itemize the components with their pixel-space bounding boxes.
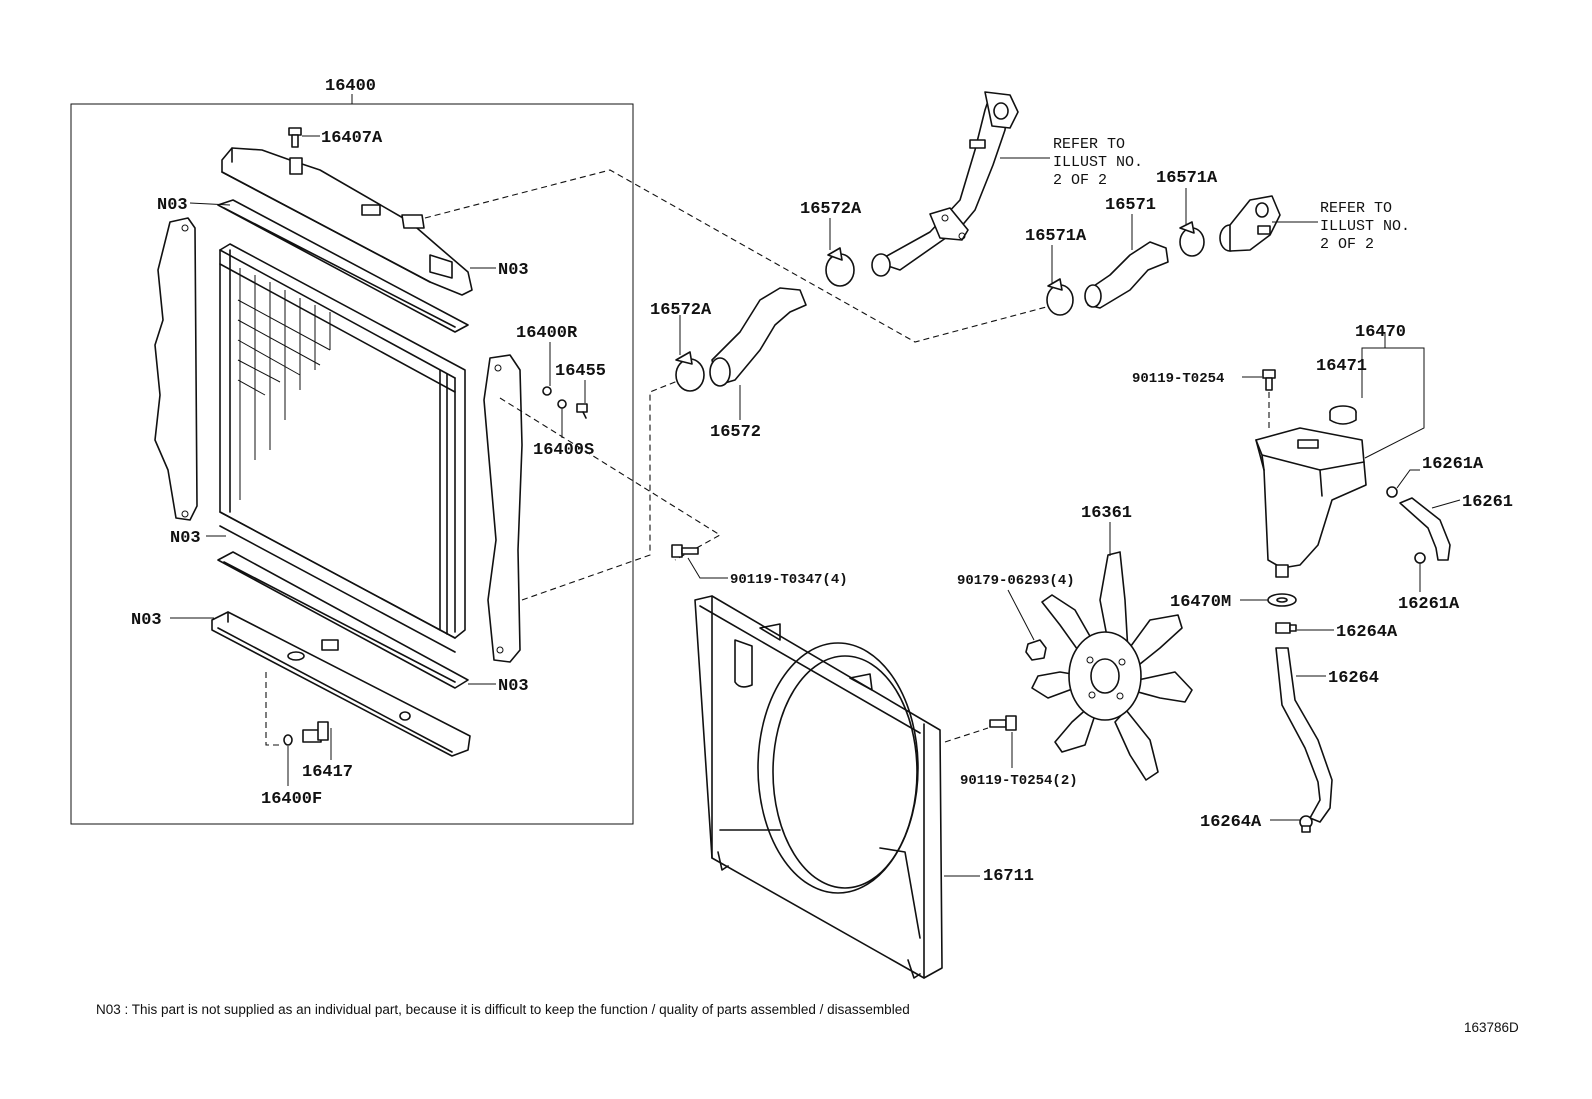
label-plug-s[interactable]: 16400S	[533, 441, 594, 460]
label-gasket-f[interactable]: 16400F	[261, 790, 322, 809]
label-clamp-c-top[interactable]: 16261A	[1422, 455, 1484, 474]
hose-clamp-c-top-icon	[1386, 486, 1398, 498]
label-bracket-bolt[interactable]: 90119-T0347(4)	[730, 572, 848, 588]
refer-top-line2: ILLUST NO.	[1053, 154, 1143, 171]
label-shroud-bolt[interactable]: 90119-T0254(2)	[960, 773, 1078, 789]
fan-shroud-icon	[694, 595, 943, 979]
label-grommet[interactable]: 16470M	[1170, 593, 1231, 612]
label-n03-upper-tank[interactable]: N03	[498, 261, 529, 280]
label-n03-lower-seal[interactable]: N03	[498, 677, 529, 696]
label-n03-lower-tank[interactable]: N03	[131, 611, 162, 630]
label-clamp-a-upper[interactable]: 16572A	[800, 200, 862, 219]
plug-s-icon	[557, 399, 567, 409]
plug-r-icon	[542, 386, 552, 396]
radiator-upper-seal-icon	[217, 199, 469, 333]
label-radiator-assy[interactable]: 16400	[325, 77, 376, 96]
upper-radiator-hose-icon	[711, 287, 807, 386]
tank-bolt-icon	[1262, 369, 1276, 391]
hose-clamp-a-upper-icon	[825, 247, 855, 287]
hose-clamp-c-bottom-icon	[1414, 552, 1426, 564]
gasket-f-icon	[283, 734, 293, 746]
reserve-tank-hose-icon	[1275, 647, 1333, 823]
label-hose-lower[interactable]: 16571	[1105, 196, 1156, 215]
hose-clamp-b-right-icon	[1179, 221, 1205, 257]
hose-clamp-a-left-icon	[675, 351, 705, 392]
refer-top-line3: 2 OF 2	[1053, 172, 1107, 189]
hose-clamp-d-top-icon	[1275, 622, 1297, 634]
drain-plug-icon	[288, 127, 302, 148]
label-reserve-tank-assy[interactable]: 16470	[1355, 323, 1406, 342]
label-hose-upper[interactable]: 16572	[710, 423, 761, 442]
label-n03-upper-seal[interactable]: N03	[157, 196, 188, 215]
refer-right-line2: ILLUST NO.	[1320, 218, 1410, 235]
hose-clamp-b-left-icon	[1046, 278, 1074, 316]
radiator-upper-tank-icon	[221, 147, 473, 296]
right-bracket-icon	[483, 354, 523, 663]
label-clamp-b-right[interactable]: 16571A	[1156, 169, 1218, 188]
label-cock[interactable]: 16455	[555, 362, 606, 381]
hose-clamp-d-bottom-icon	[1299, 815, 1313, 833]
label-clamp-b-left[interactable]: 16571A	[1025, 227, 1087, 246]
grommet-icon	[1267, 593, 1297, 607]
label-reserve-cap[interactable]: 16471	[1316, 357, 1367, 376]
label-clamp-d-top[interactable]: 16264A	[1336, 623, 1398, 642]
reserve-tank-cap-icon	[1329, 405, 1357, 425]
water-outlet-pipe-icon	[875, 94, 1009, 271]
bracket-bolt-icon	[671, 544, 699, 558]
sensor-icon	[302, 721, 329, 743]
footnote-n03: N03 : This part is not supplied as an in…	[96, 1002, 910, 1017]
label-n03-core[interactable]: N03	[170, 529, 201, 548]
overflow-hose-icon	[1399, 497, 1451, 561]
label-sensor[interactable]: 16417	[302, 763, 353, 782]
label-drain-plug[interactable]: 16407A	[321, 129, 383, 148]
left-bracket-icon	[154, 217, 198, 521]
diagram-id: 163786D	[1464, 1020, 1519, 1035]
label-clamp-d-bottom[interactable]: 16264A	[1200, 813, 1262, 832]
radiator-core-icon	[219, 243, 466, 653]
label-fan[interactable]: 16361	[1081, 504, 1132, 523]
label-fan-nut[interactable]: 90179-06293(4)	[957, 573, 1075, 589]
shroud-bolt-icon	[989, 715, 1017, 731]
cooling-fan-icon	[1031, 551, 1193, 781]
fan-nut-icon	[1025, 639, 1047, 661]
refer-right-line1: REFER TO	[1320, 200, 1392, 217]
label-plug-r[interactable]: 16400R	[516, 324, 578, 343]
radiator-lower-tank-icon	[211, 611, 471, 757]
refer-right-line3: 2 OF 2	[1320, 236, 1374, 253]
water-inlet-icon	[1219, 195, 1281, 252]
label-hose-d[interactable]: 16264	[1328, 669, 1379, 688]
label-tank-bolt[interactable]: 90119-T0254	[1132, 371, 1224, 387]
label-hose-c[interactable]: 16261	[1462, 493, 1513, 512]
label-clamp-c-bottom[interactable]: 16261A	[1398, 595, 1460, 614]
radiator-lower-seal-icon	[217, 551, 469, 689]
cock-icon	[576, 403, 588, 419]
label-shroud[interactable]: 16711	[983, 867, 1034, 886]
reserve-tank-icon	[1255, 427, 1367, 578]
label-clamp-a-left[interactable]: 16572A	[650, 301, 712, 320]
refer-top-line1: REFER TO	[1053, 136, 1125, 153]
